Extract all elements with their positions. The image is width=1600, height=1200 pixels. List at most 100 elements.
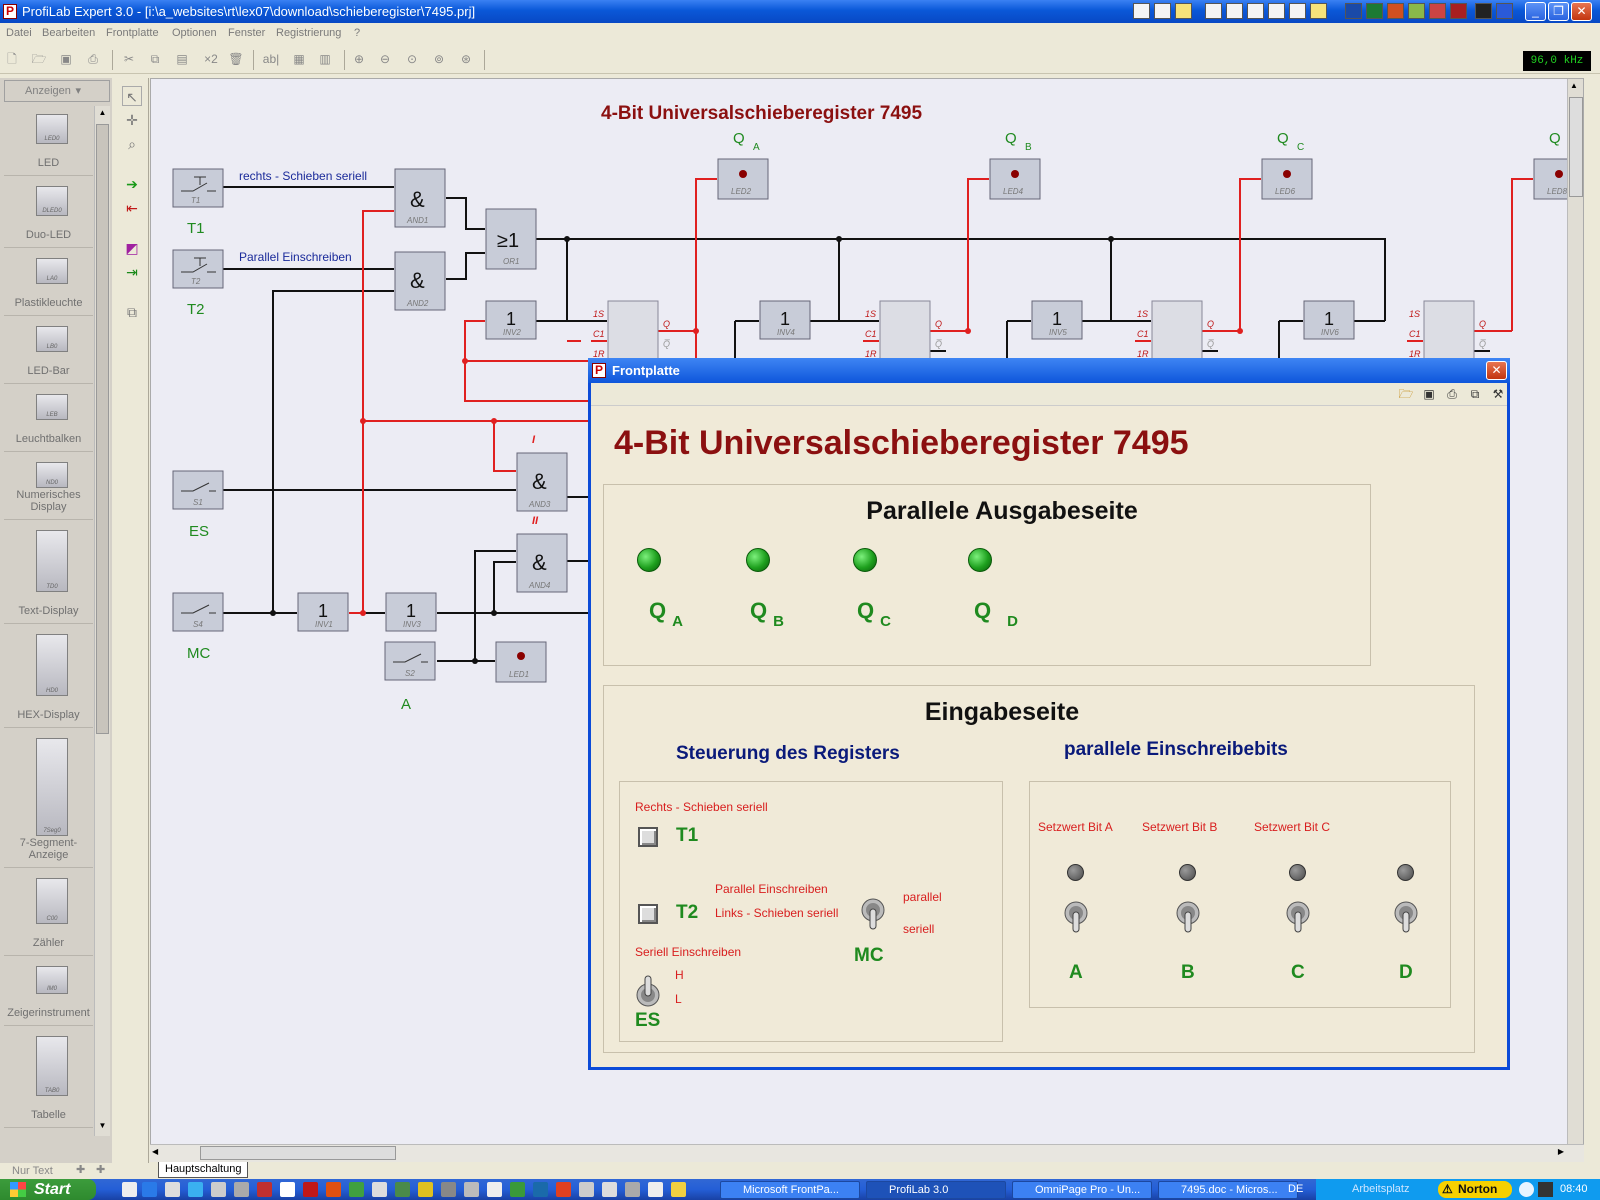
scroll-up-icon[interactable]: ▲ — [98, 108, 107, 117]
canvas-vscrollbar[interactable]: ▲ — [1567, 79, 1583, 1145]
task-word[interactable]: 7495.doc - Micros... — [1158, 1181, 1298, 1199]
quicklaunch-icon[interactable] — [556, 1182, 571, 1197]
scroll-left-icon[interactable]: ◀ — [152, 1147, 159, 1156]
run-icon[interactable]: ➔ — [126, 176, 138, 192]
task-profilab[interactable]: ProfiLab 3.0 — [866, 1181, 1006, 1199]
zoom-icon[interactable]: ⊙ — [406, 52, 418, 66]
save-icon[interactable]: ▣ — [1423, 387, 1435, 401]
zoom-out-icon[interactable]: ⊖ — [379, 52, 391, 66]
pointer-tool-icon[interactable]: ↖ — [122, 86, 142, 106]
quicklaunch-icon[interactable] — [211, 1182, 226, 1197]
quicklaunch-icon[interactable] — [280, 1182, 295, 1197]
menu-datei[interactable]: Datei — [6, 27, 32, 39]
tab-hauptschaltung[interactable]: Hauptschaltung — [158, 1162, 249, 1178]
canvas-hscrollbar[interactable]: ◀ ▶ — [150, 1144, 1584, 1162]
menu-registrierung[interactable]: Registrierung — [276, 27, 342, 39]
duplicate-button[interactable]: ×2 — [204, 52, 218, 66]
quicklaunch-icon[interactable] — [395, 1182, 410, 1197]
excel-icon[interactable] — [1366, 3, 1383, 19]
tray-icon[interactable] — [1133, 3, 1150, 19]
frontplatte-close-button[interactable]: ✕ — [1486, 361, 1507, 380]
t1-button[interactable] — [638, 827, 658, 847]
tray-icon[interactable] — [1154, 3, 1171, 19]
menu-fenster[interactable]: Fenster — [228, 27, 266, 39]
arrow-up-icon[interactable]: ✚ — [96, 1164, 106, 1176]
gate-and2[interactable]: &AND2 — [394, 251, 446, 311]
quicklaunch-icon[interactable] — [510, 1182, 525, 1197]
text-tool-button[interactable]: ab| — [262, 52, 280, 66]
tray-icon[interactable] — [1475, 3, 1492, 19]
tray-icon[interactable] — [1429, 3, 1446, 19]
zoom-fit-icon[interactable]: ⊚ — [433, 52, 445, 66]
tray-icon[interactable] — [1310, 3, 1327, 19]
copy-icon[interactable]: ⧉ — [150, 52, 160, 66]
task-omnipage[interactable]: OmniPage Pro - Un... — [1012, 1181, 1152, 1199]
scroll-thumb[interactable] — [96, 124, 109, 734]
tray-icon[interactable] — [1387, 3, 1404, 19]
wire-tool-icon[interactable]: ✛ — [126, 112, 138, 128]
zoom-in-icon[interactable]: ⊕ — [353, 52, 365, 66]
word-icon[interactable] — [1345, 3, 1362, 19]
quicklaunch-icon[interactable] — [122, 1182, 137, 1197]
mc-toggle-switch[interactable] — [860, 897, 886, 931]
switch-a[interactable]: S2 — [384, 641, 436, 681]
quicklaunch-icon[interactable] — [648, 1182, 663, 1197]
menu-help[interactable]: ? — [354, 27, 361, 39]
open-folder-icon[interactable]: 🗁 — [1398, 387, 1414, 401]
hi-lo-icon[interactable]: ◩ — [125, 240, 139, 256]
open-folder-icon[interactable]: 🗁 — [31, 52, 47, 66]
tray-icon[interactable] — [1496, 3, 1513, 19]
palette-category-select[interactable]: Anzeigen ▾ — [4, 80, 110, 102]
quicklaunch-icon[interactable] — [441, 1182, 456, 1197]
palette-scrollbar[interactable]: ▲ ▼ — [94, 106, 110, 1136]
tools-icon[interactable]: ⚒ — [1492, 387, 1504, 401]
menu-bearbeiten[interactable]: Bearbeiten — [42, 27, 96, 39]
scroll-right-icon[interactable]: ▶ — [1557, 1147, 1564, 1156]
save-icon[interactable]: ▣ — [60, 52, 72, 66]
tray-icon[interactable] — [1175, 3, 1192, 19]
quicklaunch-icon[interactable] — [142, 1182, 157, 1197]
scroll-up-icon[interactable]: ▲ — [1570, 81, 1578, 90]
bit-a-toggle[interactable] — [1063, 900, 1089, 934]
quicklaunch-icon[interactable] — [349, 1182, 364, 1197]
menu-optionen[interactable]: Optionen — [172, 27, 217, 39]
gate-and3[interactable]: &AND3 — [516, 452, 568, 512]
step-icon[interactable]: ⇥ — [126, 264, 138, 280]
close-button[interactable]: ✕ — [1571, 2, 1592, 21]
quicklaunch-icon[interactable] — [303, 1182, 318, 1197]
delete-icon[interactable]: 🗑 — [228, 52, 244, 66]
norton-button[interactable]: ⚠ Norton — [1438, 1181, 1512, 1198]
tray-icon[interactable] — [1247, 3, 1264, 19]
quicklaunch-icon[interactable] — [326, 1182, 341, 1197]
list-icon[interactable]: ▥ — [319, 52, 331, 66]
es-toggle-switch[interactable] — [635, 974, 661, 1008]
mail-icon[interactable] — [1205, 3, 1222, 19]
gate-and4[interactable]: &AND4 — [516, 533, 568, 593]
quicklaunch-icon[interactable] — [464, 1182, 479, 1197]
tray-icon[interactable] — [1519, 1182, 1534, 1197]
quicklaunch-icon[interactable] — [487, 1182, 502, 1197]
bit-d-toggle[interactable] — [1393, 900, 1419, 934]
paste-icon[interactable]: ▤ — [176, 52, 188, 66]
menu-frontplatte[interactable]: Frontplatte — [106, 27, 159, 39]
ie-icon[interactable] — [188, 1182, 203, 1197]
restore-button[interactable]: ❐ — [1548, 2, 1569, 21]
scroll-thumb[interactable] — [1569, 97, 1583, 197]
